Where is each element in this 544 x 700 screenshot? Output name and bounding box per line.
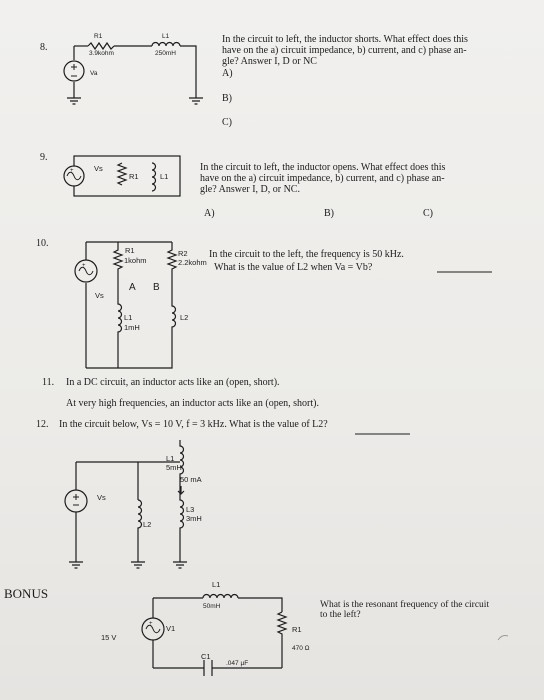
- q8-text-line1: In the circuit to left, the inductor sho…: [222, 34, 468, 45]
- q12-ground-right: [173, 561, 187, 569]
- q8-r1-label: R1: [94, 33, 103, 40]
- bonus-l1-inductor: [202, 593, 239, 599]
- q9-text-line1: In the circuit to left, the inductor ope…: [200, 162, 446, 173]
- q12-l3-label: L3: [186, 505, 195, 514]
- bonus-title: BONUS: [4, 586, 49, 601]
- bonus-r1-resistor: [276, 611, 288, 668]
- q12-number: 12.: [36, 419, 49, 430]
- q8-number: 8.: [40, 42, 48, 53]
- bonus-r1-value: 470 Ω: [292, 645, 310, 652]
- q8-wire-right: [180, 45, 197, 98]
- q8-l1-label: L1: [162, 33, 170, 40]
- bonus-c1-capacitor: [203, 660, 213, 676]
- q10-l2-label: L2: [180, 313, 189, 322]
- bonus-l1-value: 50mH: [203, 603, 221, 610]
- q10-source-plus: +: [82, 263, 86, 269]
- q9-number: 9.: [40, 152, 48, 163]
- q10-node-b: B: [153, 282, 160, 293]
- q8-ground-right: [189, 97, 203, 105]
- q12-source: [64, 489, 88, 513]
- q9-r1-resistor: [116, 162, 128, 186]
- q8-source: [63, 60, 85, 82]
- q8-part-a: A): [222, 68, 233, 79]
- q12-l2-inductor: [137, 499, 143, 562]
- q12-l2-label: L2: [143, 520, 152, 529]
- q12-l3-inductor: [179, 496, 185, 562]
- q9-part-b: B): [324, 208, 334, 219]
- q9-source-plus: +: [70, 168, 74, 174]
- q9-l1-label: L1: [160, 172, 169, 181]
- bonus-r1-label: R1: [292, 625, 302, 634]
- q10-wire-bottom: [86, 350, 173, 369]
- q10-node-a: A: [129, 282, 136, 293]
- bonus-wire-top-right: [238, 597, 283, 612]
- q10-r2-value: 2.2kohm: [178, 258, 207, 267]
- q12-l1-label: L1: [166, 454, 175, 463]
- q11-line2: At very high frequencies, an inductor ac…: [66, 398, 319, 409]
- bonus-question-line1: What is the resonant frequency of the ci…: [320, 600, 490, 610]
- q10-l1-inductor: [117, 286, 123, 350]
- q9-source-wave: [66, 171, 82, 181]
- q12-source-polarity: [73, 494, 79, 506]
- q10-text-line2: What is the value of L2 when Va = Vb?: [214, 262, 373, 273]
- q9-part-c: C): [423, 208, 433, 219]
- q8-ground-left: [67, 97, 81, 105]
- bonus-c1-label: C1: [201, 652, 211, 661]
- q10-r1-value: 1kohm: [124, 256, 147, 265]
- q12-ground-mid: [131, 561, 145, 569]
- bonus-question-line2: to the left?: [320, 610, 361, 620]
- q10-r1-resistor: [112, 242, 124, 286]
- q9-text-line2: have on the a) circuit impedance, b) cur…: [200, 173, 445, 184]
- q8-source-polarity: [71, 64, 77, 77]
- q10-r2-label: R2: [178, 249, 188, 258]
- q10-number: 10.: [36, 238, 49, 249]
- q12-current-arrow: [177, 486, 185, 495]
- q12-l1-value: 5mH: [166, 463, 182, 472]
- q10-text-line1: In the circuit to the left, the frequenc…: [209, 249, 404, 260]
- q10-r2-resistor: [166, 242, 178, 286]
- bonus-source-label: V1: [166, 624, 176, 633]
- bonus-source-value: 15 V: [101, 633, 117, 642]
- q8-part-c: C): [222, 117, 232, 128]
- q11-line1: In a DC circuit, an inductor acts like a…: [66, 377, 280, 388]
- q8-r1-value: 3.9kohm: [89, 50, 114, 57]
- q12-l3-value: 3mH: [186, 514, 202, 523]
- q10-l1-value: 1mH: [124, 323, 140, 332]
- q12-ground-left: [69, 561, 83, 569]
- q8-l1-value: 250mH: [155, 50, 176, 57]
- q10-l1-label: L1: [124, 313, 133, 322]
- q8-text-line2: have on the a) circuit impedance, b) cur…: [222, 45, 467, 56]
- q8-part-b: B): [222, 93, 232, 104]
- q9-l1-inductor: [151, 162, 157, 192]
- q9-part-a: A): [204, 208, 215, 219]
- bonus-source-wave: [145, 624, 161, 634]
- q10-source-label: Vs: [95, 291, 104, 300]
- q10-l2-inductor: [171, 286, 177, 350]
- q12-text: In the circuit below, Vs = 10 V, f = 3 k…: [59, 419, 328, 430]
- bonus-source-plus: +: [149, 621, 153, 627]
- q8-r1-resistor: [87, 41, 115, 51]
- q9-text-line3: gle? Answer I, D, or NC.: [200, 184, 300, 195]
- q10-source: [74, 259, 98, 283]
- bonus-l1-label: L1: [212, 580, 221, 589]
- bonus-pen-mark: [497, 635, 509, 641]
- bonus-c1-value: .047 µF: [226, 660, 249, 667]
- q11-number: 11.: [42, 377, 55, 388]
- q12-current-label: 50 mA: [180, 475, 202, 484]
- q12-l1-inductor: [179, 440, 185, 496]
- q10-r1-label: R1: [125, 246, 135, 255]
- q9-source-label: Vs: [94, 164, 103, 173]
- q9-r1-label: R1: [129, 172, 139, 181]
- q8-source-label: Va: [90, 70, 98, 77]
- q8-l1-inductor: [151, 41, 181, 47]
- bonus-source: [141, 617, 165, 641]
- q8-text-line3: gle? Answer I, D or NC: [222, 56, 317, 67]
- q12-source-label: Vs: [97, 493, 106, 502]
- q10-source-wave: [78, 266, 94, 276]
